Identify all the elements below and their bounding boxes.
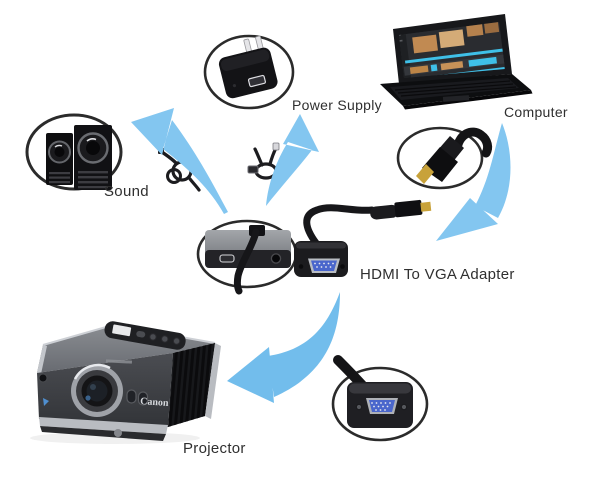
- projector-brand-logo: Canon: [140, 396, 169, 409]
- hdmi-plug-icon: [416, 127, 493, 184]
- wall-charger-icon: [218, 35, 278, 99]
- arrow-computer-to-adapter: [436, 123, 511, 241]
- laptop-icon: [380, 14, 533, 110]
- arrow-adapter-to-sound: [131, 108, 228, 214]
- top-control-panel: [104, 321, 186, 350]
- audio-jack-port: [270, 253, 282, 264]
- power-supply-label: Power Supply: [292, 97, 382, 113]
- projector-device: Canon: [30, 321, 221, 444]
- computer-device: [380, 14, 533, 110]
- adapter-hdmi-plug-icon: [370, 199, 432, 220]
- adapter-back-icon: [205, 225, 291, 295]
- adapter-cable: [303, 204, 376, 247]
- micro-usb-port: [219, 254, 235, 263]
- hdmi-gold-tip: [420, 201, 432, 212]
- speaker-grille: [49, 171, 108, 189]
- projector-label: Projector: [183, 440, 246, 457]
- adapter-label: HDMI To VGA Adapter: [360, 266, 515, 283]
- ir-sensor: [38, 373, 48, 383]
- hdmi-gold-tip: [416, 164, 434, 184]
- vga-adapter-icon: [333, 355, 413, 428]
- usb-cable-icon: [247, 142, 280, 180]
- vga-port-device: [331, 355, 429, 442]
- projector-lens: [71, 363, 123, 417]
- speakers-icon: [46, 125, 112, 190]
- sound-device: [25, 113, 123, 191]
- vga-port: [311, 260, 337, 271]
- vga-pins: [314, 262, 334, 268]
- computer-label: Computer: [504, 104, 568, 120]
- sound-label: Sound: [104, 183, 149, 200]
- arrow-adapter-to-projector: [227, 292, 340, 403]
- projector-icon: Canon: [37, 321, 221, 441]
- power-supply-device: [203, 34, 295, 110]
- adapter-back-device: [196, 219, 298, 295]
- adapter-front-body: [294, 241, 348, 277]
- usb-port: [247, 74, 266, 88]
- arrow-adapter-to-power-supply: [266, 114, 319, 206]
- hdmi-plug-device: [396, 126, 493, 190]
- vga-pins: [371, 402, 391, 411]
- vga-port: [369, 400, 395, 412]
- adapter-front-device: [294, 199, 432, 277]
